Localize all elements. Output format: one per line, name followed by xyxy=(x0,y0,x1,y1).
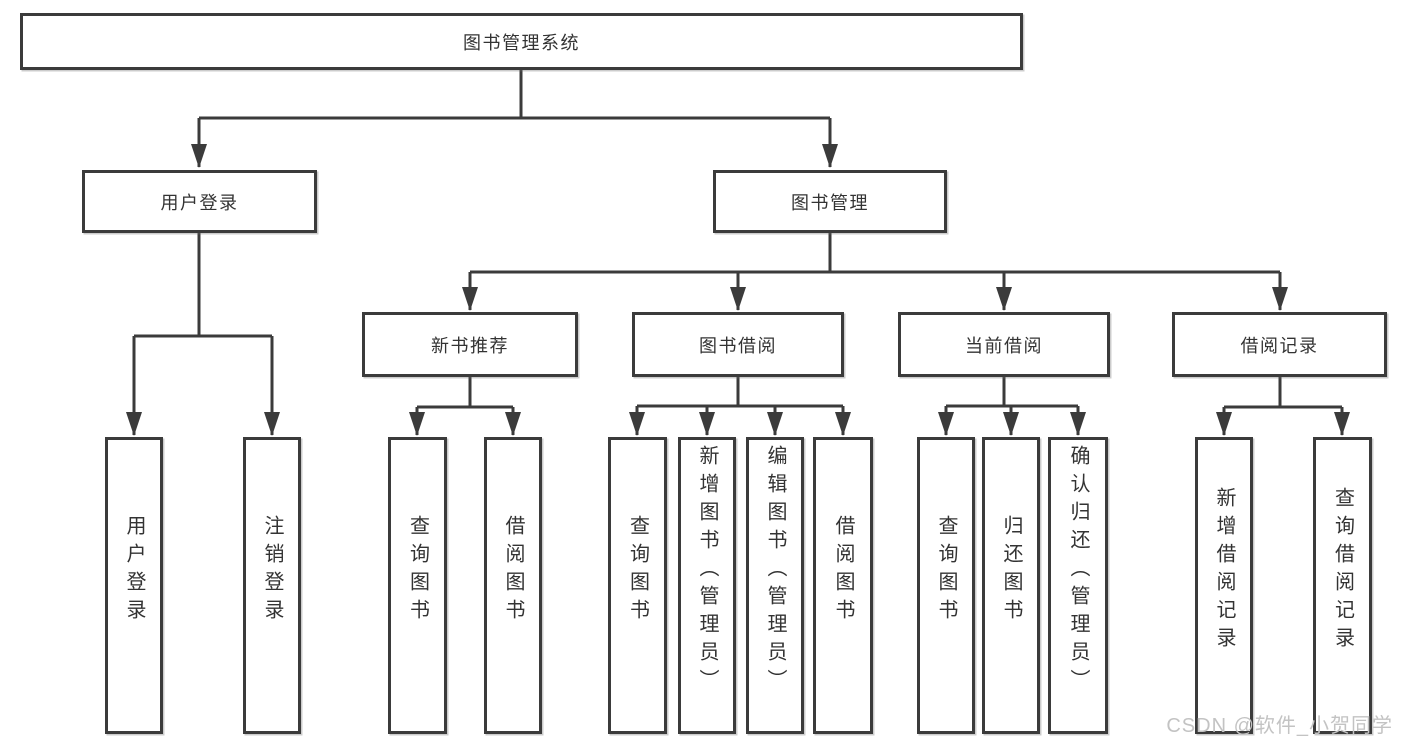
leaf-user-login: 用户登录 xyxy=(105,437,163,734)
node-new-book-recommend: 新书推荐 xyxy=(362,312,578,377)
node-borrow-records: 借阅记录 xyxy=(1172,312,1387,377)
leaf-query-book: 查询图书 xyxy=(388,437,447,734)
leaf-label: 注销登录 xyxy=(261,514,283,627)
leaf-label: 新增图书（管理员） xyxy=(696,444,718,697)
node-label: 借阅记录 xyxy=(1240,335,1319,356)
edge-newbook-trunk xyxy=(417,377,513,409)
node-current-borrow: 当前借阅 xyxy=(898,312,1110,377)
node-label: 当前借阅 xyxy=(965,335,1043,356)
edge-root-trunk xyxy=(199,70,830,120)
csdn-watermark: CSDN @软件_小贺同学 xyxy=(1166,715,1393,737)
leaf-add-book-admin: 新增图书（管理员） xyxy=(678,437,736,734)
node-label: 图书管理 xyxy=(791,192,869,213)
leaf-label: 用户登录 xyxy=(123,514,145,627)
edge-currentborrow-trunk xyxy=(946,377,1078,408)
node-label: 图书借阅 xyxy=(699,335,777,356)
leaf-label: 查询图书 xyxy=(406,514,429,627)
node-user-login: 用户登录 xyxy=(82,170,317,233)
edge-group xyxy=(126,70,1350,436)
leaf-query-book-2: 查询图书 xyxy=(608,437,667,734)
leaf-query-book-3: 查询图书 xyxy=(917,437,975,734)
node-label: 图书管理系统 xyxy=(463,32,580,53)
edge-bookmgmt-trunk xyxy=(470,233,1280,274)
leaf-label: 新增借阅记录 xyxy=(1213,486,1235,655)
leaf-add-borrow-record: 新增借阅记录 xyxy=(1195,437,1253,734)
leaf-confirm-return-admin: 确认归还（管理员） xyxy=(1048,437,1108,734)
leaf-label: 借阅图书 xyxy=(832,514,854,627)
leaf-label: 查询借阅记录 xyxy=(1331,486,1354,655)
leaf-label: 查询图书 xyxy=(626,514,649,627)
edge-userlogin-trunk xyxy=(134,233,272,338)
leaf-label: 查询图书 xyxy=(935,514,957,627)
node-library-system: 图书管理系统 xyxy=(20,13,1023,70)
leaf-label: 归还图书 xyxy=(1000,514,1022,627)
node-label: 用户登录 xyxy=(160,192,239,213)
leaf-label: 编辑图书（管理员） xyxy=(764,444,786,697)
edge-bookborrow-trunk xyxy=(637,377,843,408)
leaf-logout: 注销登录 xyxy=(243,437,301,734)
leaf-return-book: 归还图书 xyxy=(982,437,1040,734)
leaf-borrow-book: 借阅图书 xyxy=(484,437,542,734)
node-book-management: 图书管理 xyxy=(713,170,947,233)
leaf-label: 借阅图书 xyxy=(502,514,524,627)
leaf-query-borrow-record: 查询借阅记录 xyxy=(1313,437,1372,734)
node-label: 新书推荐 xyxy=(431,335,509,356)
leaf-borrow-book-2: 借阅图书 xyxy=(813,437,873,734)
leaf-label: 确认归还（管理员） xyxy=(1067,444,1089,697)
edge-borrowrecords-trunk xyxy=(1224,377,1342,409)
leaf-edit-book-admin: 编辑图书（管理员） xyxy=(746,437,804,734)
node-book-borrow: 图书借阅 xyxy=(632,312,844,377)
